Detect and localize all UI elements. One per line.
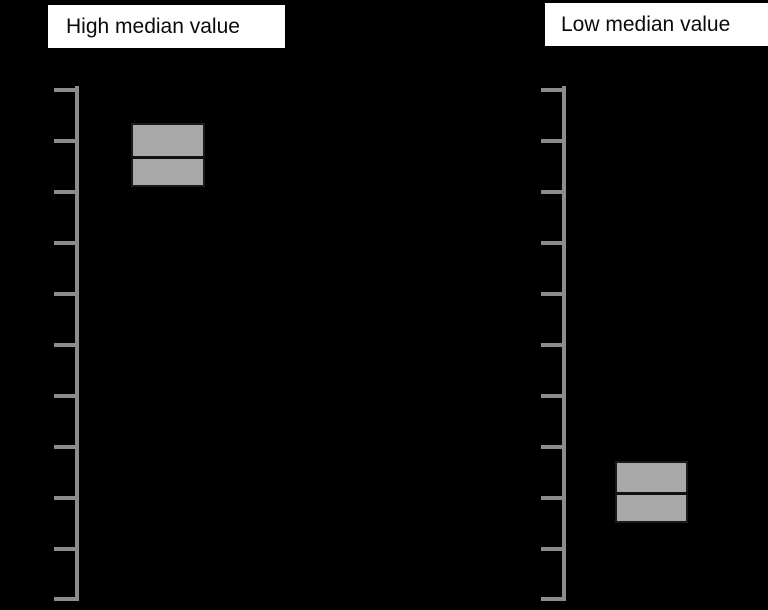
y-axis-tick-high-4 bbox=[54, 292, 75, 296]
y-axis-tick-high-9 bbox=[54, 547, 75, 551]
y-axis-tick-low-5 bbox=[541, 343, 562, 347]
panel-label-high-median-text: High median value bbox=[66, 15, 240, 38]
y-axis-tick-low-8 bbox=[541, 496, 562, 500]
y-axis-tick-high-3 bbox=[54, 241, 75, 245]
y-axis-tick-high-2 bbox=[54, 190, 75, 194]
panel-label-low-median: Low median value bbox=[545, 3, 768, 46]
y-axis-low-panel bbox=[541, 86, 566, 601]
y-axis-tick-low-7 bbox=[541, 445, 562, 449]
y-axis-tick-low-4 bbox=[541, 292, 562, 296]
median-line-low bbox=[615, 492, 688, 495]
y-axis-tick-low-10 bbox=[541, 597, 562, 601]
y-axis-tick-low-6 bbox=[541, 394, 562, 398]
median-line-high bbox=[131, 156, 205, 159]
y-axis-spine-high bbox=[75, 86, 79, 601]
y-axis-tick-high-6 bbox=[54, 394, 75, 398]
y-axis-tick-low-3 bbox=[541, 241, 562, 245]
y-axis-tick-high-0 bbox=[54, 88, 75, 92]
y-axis-tick-high-5 bbox=[54, 343, 75, 347]
y-axis-tick-high-7 bbox=[54, 445, 75, 449]
y-axis-tick-low-0 bbox=[541, 88, 562, 92]
boxplot-low-median bbox=[615, 461, 688, 523]
y-axis-high-panel bbox=[54, 86, 79, 601]
y-axis-tick-low-9 bbox=[541, 547, 562, 551]
y-axis-tick-low-1 bbox=[541, 139, 562, 143]
boxplot-high-median bbox=[131, 123, 205, 187]
panel-label-high-median: High median value bbox=[48, 5, 285, 48]
y-axis-tick-high-10 bbox=[54, 597, 75, 601]
y-axis-tick-low-2 bbox=[541, 190, 562, 194]
box-body-high-median bbox=[131, 123, 205, 187]
panel-label-low-median-text: Low median value bbox=[561, 13, 731, 36]
y-axis-spine-low bbox=[562, 86, 566, 601]
y-axis-tick-high-8 bbox=[54, 496, 75, 500]
y-axis-tick-high-1 bbox=[54, 139, 75, 143]
